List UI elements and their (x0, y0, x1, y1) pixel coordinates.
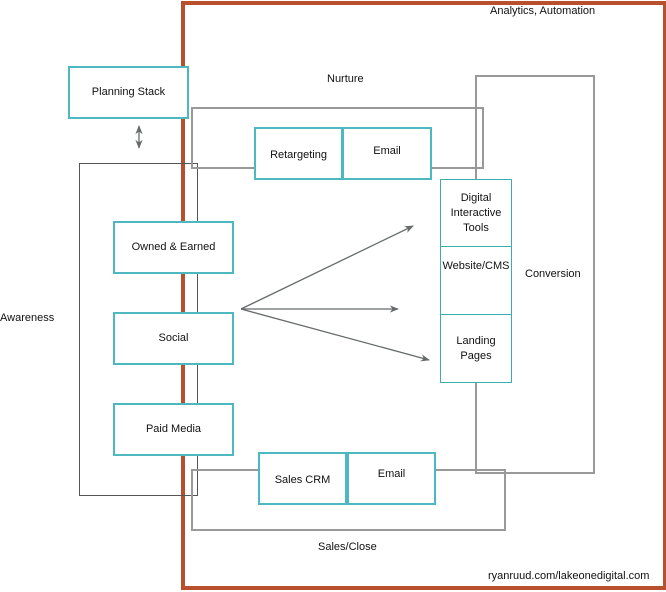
node-sales-crm[interactable]: Sales CRM (258, 452, 347, 505)
node-social[interactable]: Social (113, 312, 234, 365)
node-label: Owned & Earned (131, 241, 216, 253)
planning-stack-label: Planning Stack (91, 86, 166, 98)
stage-label-awareness: Awareness (0, 312, 55, 324)
node-paid-media[interactable]: Paid Media (113, 403, 234, 456)
node-label: Website/CMS (442, 260, 510, 272)
planning-stack-node[interactable]: Planning Stack (68, 66, 189, 119)
node-label: Landing Pages (456, 334, 496, 362)
node-digital-interactive-tools[interactable]: Digital Interactive Tools (440, 179, 512, 247)
node-label: Email (377, 468, 406, 480)
stage-label-sales-close: Sales/Close (318, 541, 377, 553)
node-label: Digital Interactive Tools (450, 191, 502, 234)
node-nurture-email[interactable]: Email (342, 127, 432, 180)
frame-label: Analytics, Automation (490, 5, 596, 17)
arrow-social-to-digital-tools (240, 225, 414, 310)
node-retargeting[interactable]: Retargeting (254, 127, 343, 180)
analytics-automation-frame (181, 1, 666, 590)
stage-label-conversion: Conversion (525, 268, 581, 280)
node-label: Email (373, 145, 401, 157)
arrow-social-to-landing-pages (240, 308, 430, 362)
node-sales-email[interactable]: Email (347, 452, 436, 505)
node-label: Retargeting (270, 149, 327, 161)
node-landing-pages[interactable]: Landing Pages (440, 314, 512, 383)
node-label: Sales CRM (274, 474, 331, 486)
node-owned-earned[interactable]: Owned & Earned (113, 221, 234, 274)
node-label: Social (158, 332, 189, 344)
stage-label-nurture: Nurture (327, 73, 364, 85)
node-label: Paid Media (145, 423, 202, 435)
credit-text: ryanruud.com/lakeonedigital.com (488, 570, 650, 582)
